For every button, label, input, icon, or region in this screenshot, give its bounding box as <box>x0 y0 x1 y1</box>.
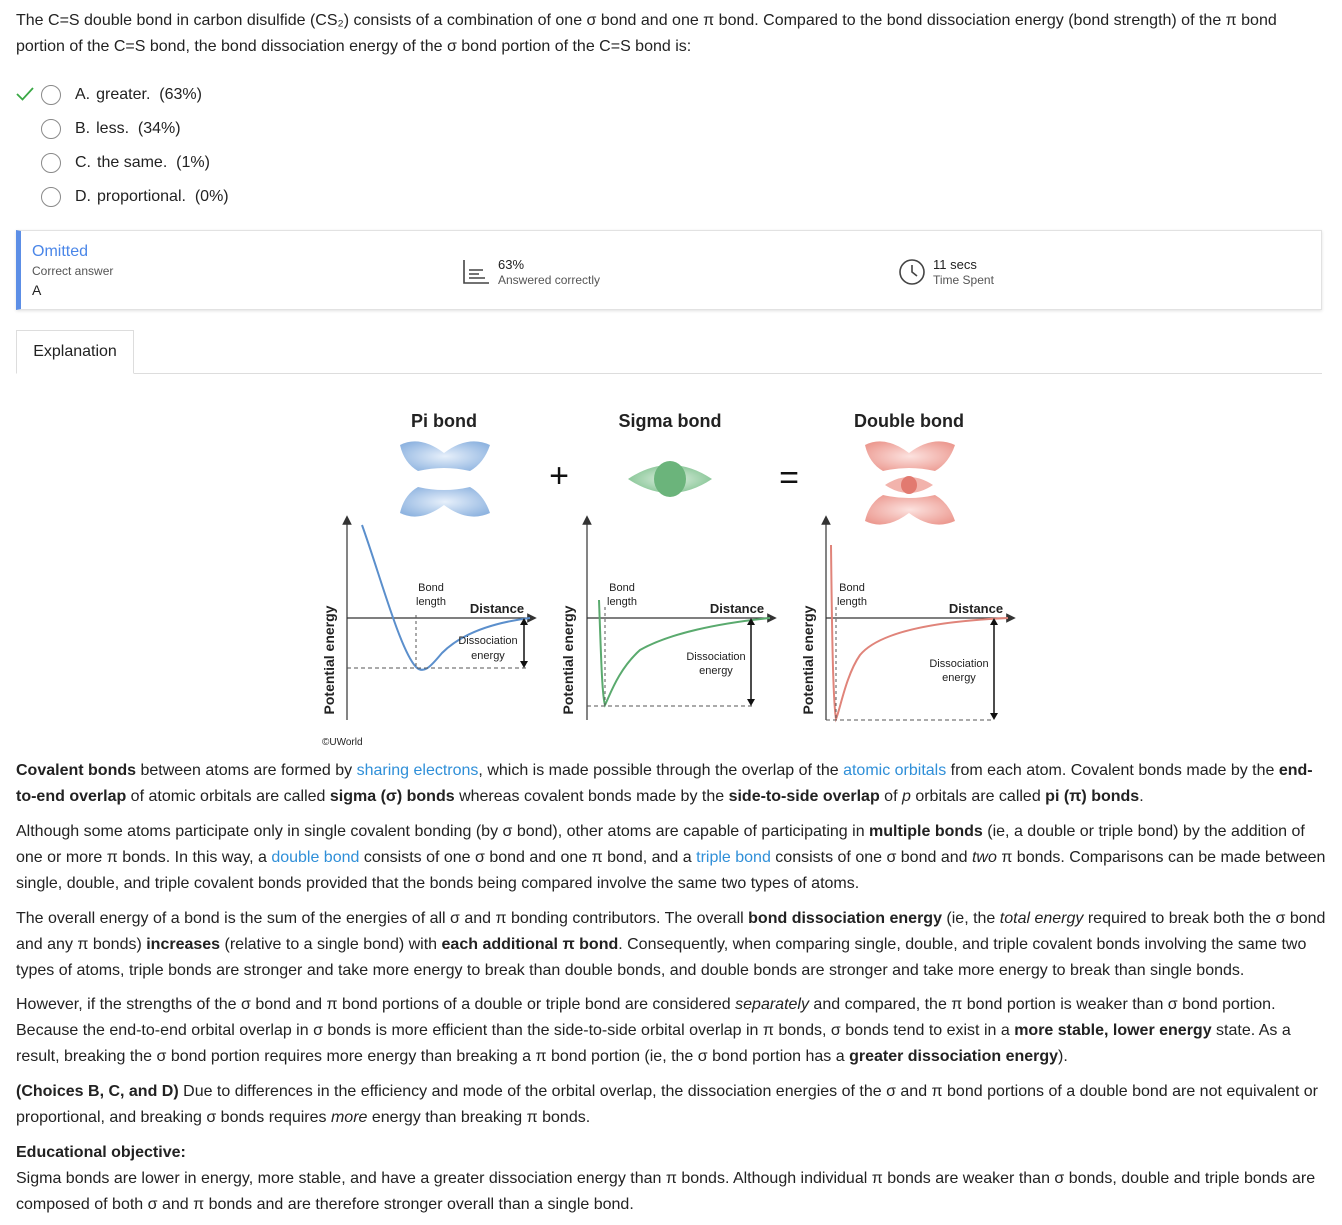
y-axis-label: Potential energy <box>321 605 337 714</box>
double-bond-curve <box>830 544 1009 723</box>
bond-diagram: Pi bond Sigma bond Double bond + = Poten… <box>321 411 1016 748</box>
choice-c[interactable]: C.the same. (1%) <box>16 146 229 180</box>
answer-status: Omitted Correct answer A <box>32 243 113 298</box>
bar-chart-icon <box>463 260 489 284</box>
x-axis-label: Distance <box>710 601 764 616</box>
sigma-curve <box>598 599 771 708</box>
dissociation-energy-label: energy <box>942 672 976 684</box>
tab-explanation[interactable]: Explanation <box>16 330 134 374</box>
bond-length-label: length <box>416 596 446 608</box>
result-stats-panel: Omitted Correct answer A 63% Answered co… <box>16 230 1322 310</box>
status-label: Omitted <box>32 243 89 260</box>
correct-answer-value: A <box>32 282 42 298</box>
bond-length-label: Bond <box>839 582 865 594</box>
bond-length-label: length <box>607 596 637 608</box>
link-triple-bond[interactable]: triple bond <box>696 849 771 866</box>
radio-button[interactable] <box>41 85 61 105</box>
choice-a[interactable]: A.greater. (63%) <box>16 78 229 112</box>
bond-length-label: length <box>837 596 867 608</box>
choice-label: D.proportional. (0%) <box>75 188 229 205</box>
bond-energy-figure: Pi bond Sigma bond Double bond + = Poten… <box>300 395 1030 755</box>
double-bond-orbital-image <box>865 441 955 525</box>
percent-correct-stat: 63% Answered correctly <box>461 257 600 287</box>
bond-length-label: Bond <box>609 582 635 594</box>
choice-b[interactable]: B.less. (34%) <box>16 112 229 146</box>
time-spent-stat: 11 secs Time Spent <box>898 257 994 287</box>
bond-length-label: Bond <box>418 582 444 594</box>
paragraph-2: Although some atoms participate only in … <box>16 823 1326 892</box>
dissociation-energy-label: Dissociation <box>686 651 745 663</box>
double-energy-graph: Potential energy Bond length Distance Di… <box>800 515 1016 723</box>
percent-label: Answered correctly <box>498 273 601 287</box>
time-label: Time Spent <box>933 273 994 287</box>
time-value: 11 secs <box>933 257 977 272</box>
x-axis-label: Distance <box>949 601 1003 616</box>
objective-text: Sigma bonds are lower in energy, more st… <box>16 1170 1316 1213</box>
choice-label: A.greater. (63%) <box>75 86 202 103</box>
dissociation-energy-label: energy <box>471 650 505 662</box>
question-text: The C=S double bond in carbon disulfide … <box>16 12 1277 55</box>
radio-button[interactable] <box>41 119 61 139</box>
objective-title: Educational objective: <box>16 1144 186 1161</box>
link-atomic-orbitals[interactable]: atomic orbitals <box>843 762 947 779</box>
equals-sign: = <box>779 459 799 497</box>
checkmark-icon <box>16 87 34 101</box>
tab-bar: Explanation <box>16 330 1322 374</box>
pi-bond-title: Pi bond <box>411 411 477 431</box>
link-double-bond[interactable]: double bond <box>271 849 360 866</box>
answer-choices: A.greater. (63%) B.less. (34%) C.the sam… <box>16 78 229 214</box>
pi-curve <box>361 524 531 671</box>
percent-value: 63% <box>498 257 525 272</box>
paragraph-1: Covalent bonds between atoms are formed … <box>16 762 1313 805</box>
y-axis-label: Potential energy <box>800 605 816 714</box>
double-bond-title: Double bond <box>854 411 964 431</box>
paragraph-3: The overall energy of a bond is the sum … <box>16 910 1326 979</box>
pi-orbital-image <box>400 441 490 517</box>
y-axis-label: Potential energy <box>560 605 576 714</box>
choice-label: B.less. (34%) <box>75 120 181 137</box>
sigma-bond-title: Sigma bond <box>619 411 722 431</box>
dissociation-energy-label: Dissociation <box>929 658 988 670</box>
pi-energy-graph: Potential energy Bond length Distance Di… <box>321 515 537 720</box>
choice-label: C.the same. (1%) <box>75 154 210 171</box>
clock-icon <box>899 259 925 285</box>
link-sharing-electrons[interactable]: sharing electrons <box>356 762 479 779</box>
choice-d[interactable]: D.proportional. (0%) <box>16 180 229 214</box>
radio-button[interactable] <box>41 187 61 207</box>
paragraph-5: (Choices B, C, and D) Due to differences… <box>16 1083 1318 1126</box>
sigma-energy-graph: Potential energy Bond length Distance Di… <box>560 515 777 720</box>
plus-sign: + <box>549 457 569 495</box>
radio-button[interactable] <box>41 153 61 173</box>
copyright-label: ©UWorld <box>322 737 363 748</box>
sigma-orbital-image <box>628 461 712 497</box>
correct-answer-label: Correct answer <box>32 264 114 278</box>
dissociation-energy-label: energy <box>699 665 733 677</box>
x-axis-label: Distance <box>470 601 524 616</box>
paragraph-4: However, if the strengths of the σ bond … <box>16 996 1291 1065</box>
dissociation-energy-label: Dissociation <box>458 635 517 647</box>
